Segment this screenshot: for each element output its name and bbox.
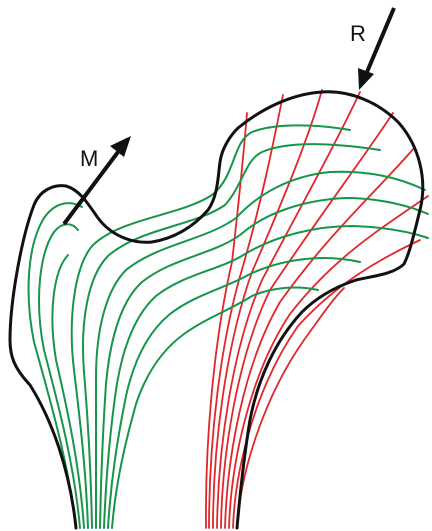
compressive-trajectory-line bbox=[208, 94, 284, 529]
compressive-trajectory-line bbox=[212, 89, 323, 529]
compressive-trajectory-line bbox=[224, 146, 416, 529]
compressive-trajectory-line bbox=[205, 112, 248, 529]
tensile-trajectory-line bbox=[99, 197, 429, 529]
tensile-trajectory-line bbox=[94, 170, 426, 529]
arrow-down-left-icon bbox=[358, 7, 396, 90]
tensile-trajectory-line bbox=[27, 202, 83, 529]
muscle-force-label: M bbox=[80, 146, 98, 171]
tensile-trajectory-line bbox=[82, 143, 381, 529]
tensile-trajectory-line bbox=[51, 254, 85, 529]
compressive-trajectories bbox=[205, 89, 429, 529]
tensile-trajectory-line bbox=[111, 286, 319, 529]
compressive-trajectory-line bbox=[232, 239, 421, 529]
tensile-trajectory-line bbox=[70, 124, 351, 529]
tensile-trajectories bbox=[27, 124, 429, 529]
compressive-trajectory-line bbox=[236, 287, 345, 529]
tensile-trajectory-line bbox=[38, 223, 81, 529]
femur-outline bbox=[8, 90, 425, 530]
tensile-trajectory-line bbox=[103, 225, 429, 529]
arrow-up-right-icon bbox=[62, 136, 131, 226]
compressive-trajectory-line bbox=[216, 91, 361, 529]
joint-force-label: R bbox=[350, 21, 366, 46]
tensile-trajectory-line bbox=[107, 257, 361, 529]
